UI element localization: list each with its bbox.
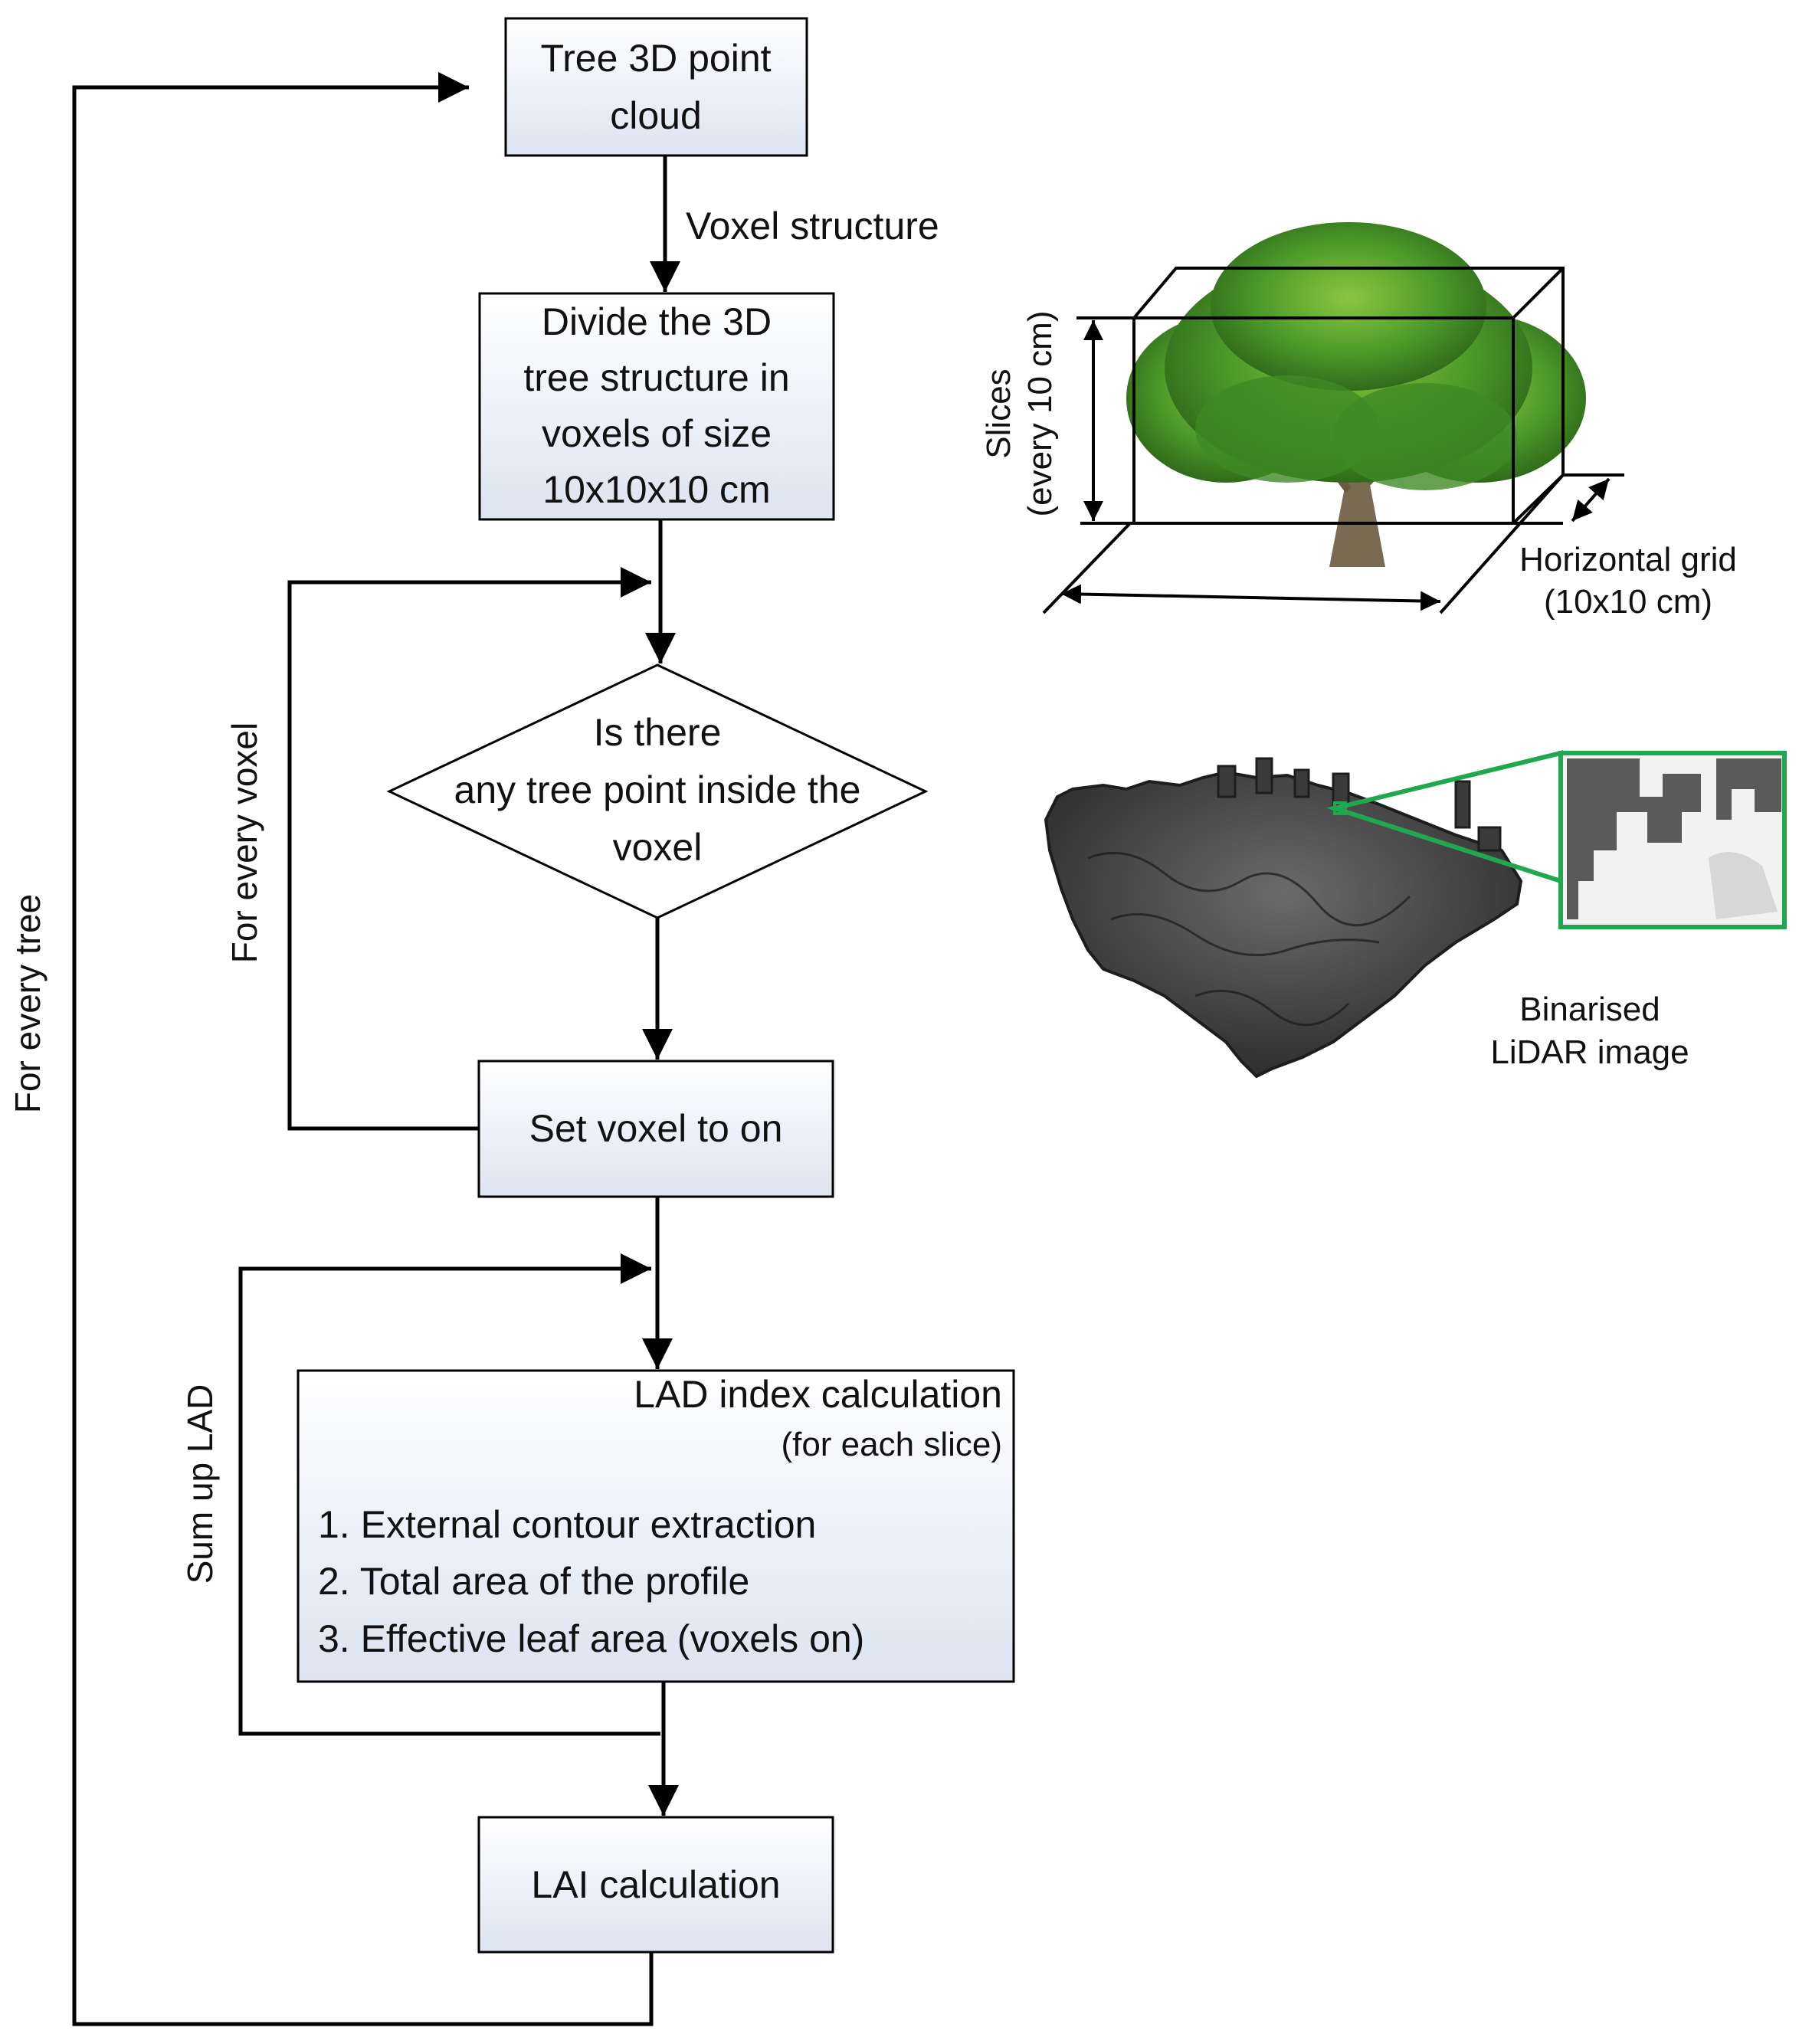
- lidar-label-line2: LiDAR image: [1490, 1033, 1689, 1071]
- node-set-voxel-on: Set voxel to on: [477, 1060, 834, 1198]
- node-lad-title: LAD index calculation: [634, 1373, 1002, 1416]
- node-divide-line1: Divide the 3D: [542, 300, 772, 343]
- slices-label-line2: (every 10 cm): [1021, 311, 1059, 517]
- node-tree-point-cloud: Tree 3D point cloud: [504, 17, 808, 157]
- node-lad-calculation: LAD index calculation (for each slice) 1…: [297, 1369, 1015, 1683]
- tree-image: [1126, 222, 1586, 567]
- slices-label-line1: Slices: [980, 369, 1017, 458]
- lidar-illustration: Binarised LiDAR image: [1044, 750, 1787, 1079]
- node-divide-line2: tree structure in: [523, 356, 789, 399]
- horizontal-grid-label-line1: Horizontal grid: [1519, 541, 1737, 578]
- node-decision-line1: Is there: [594, 711, 722, 754]
- loop-sum-up-lad-line: [238, 1253, 660, 1736]
- node-set-voxel-label: Set voxel to on: [529, 1107, 783, 1150]
- edge-label-voxel-structure: Voxel structure: [686, 205, 939, 247]
- edge-label-for-every-tree: For every tree: [8, 894, 48, 1113]
- lidar-voxel-cloud-image: [1044, 770, 1523, 1079]
- node-lai-calculation: LAI calculation: [477, 1816, 834, 1954]
- node-tree-point-cloud-line1: Tree 3D point: [540, 37, 771, 80]
- node-tree-point-cloud-line2: cloud: [610, 94, 702, 137]
- node-lad-step-2: 2. Total area of the profile: [318, 1560, 749, 1603]
- node-lad-step-1: 1. External contour extraction: [318, 1503, 816, 1546]
- horizontal-grid-label-line2: (10x10 cm): [1544, 583, 1712, 621]
- edge-label-for-every-voxel: For every voxel: [224, 722, 264, 963]
- node-decision-line2: any tree point inside the: [454, 768, 861, 811]
- node-divide-line3: voxels of size: [542, 412, 772, 455]
- loop-for-every-voxel-line: [287, 567, 651, 1131]
- node-decision-tree-point: Is there any tree point inside the voxel: [386, 663, 929, 919]
- voxel-box-illustration: Slices (every 10 cm) Horizontal grid (10…: [980, 222, 1737, 621]
- loop-for-every-tree-line: [72, 72, 654, 2026]
- node-lad-step-3: 3. Effective leaf area (voxels on): [318, 1617, 864, 1660]
- node-lai-label: LAI calculation: [531, 1863, 780, 1906]
- node-divide-line4: 10x10x10 cm: [542, 468, 770, 511]
- edge-label-sum-up-lad: Sum up LAD: [180, 1384, 220, 1584]
- node-decision-line3: voxel: [613, 826, 703, 869]
- node-divide-structure: Divide the 3D tree structure in voxels o…: [478, 292, 835, 521]
- lidar-label-line1: Binarised: [1519, 991, 1660, 1028]
- node-lad-subtitle: (for each slice): [781, 1426, 1002, 1463]
- lidar-zoom-inset: [1558, 751, 1787, 929]
